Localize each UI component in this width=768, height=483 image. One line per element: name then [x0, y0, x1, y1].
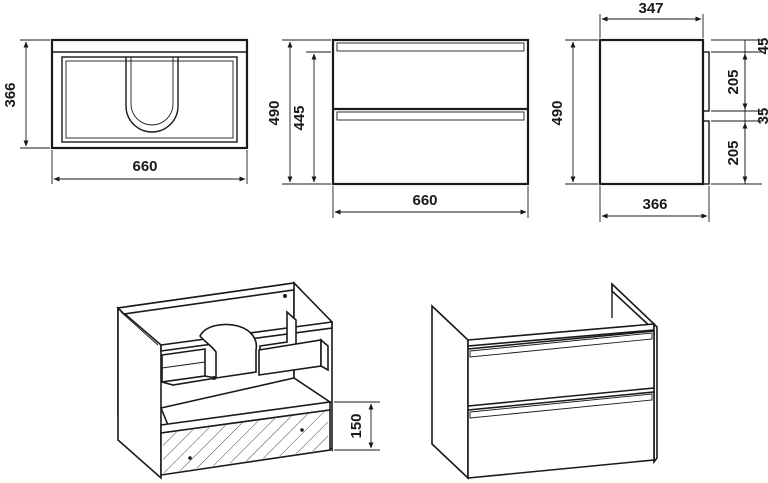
front-view-total-height-label: 490	[266, 100, 283, 125]
top-view-width-label: 660	[132, 158, 157, 175]
mounting-hole	[283, 294, 287, 298]
iso-open-cabinet: 150	[116, 281, 380, 480]
top-view-inner-frame-edge	[65, 60, 234, 139]
top-view-inner-frame	[61, 56, 238, 143]
side-view-drawer-upper-label: 205	[725, 69, 742, 94]
drawer-screw	[300, 428, 304, 432]
side-view-total-height-label: 490	[549, 100, 566, 125]
top-view-outline	[50, 38, 249, 150]
top-view-depth-label: 366	[2, 82, 19, 107]
front-view-width-label: 660	[412, 192, 437, 209]
siphon-cutout-inner	[130, 57, 174, 126]
iso-closed-left-edge	[435, 309, 467, 339]
side-view-depth-top-label: 347	[638, 0, 663, 17]
bottom-drawer-handle-groove	[336, 111, 525, 121]
siphon-cutout	[125, 57, 179, 133]
iso-closed-upper-handle-groove	[469, 332, 653, 358]
lower-drawer-front-profile	[702, 120, 710, 185]
iso-closed-cabinet	[431, 282, 658, 480]
iso-left-side-panel	[117, 306, 162, 480]
iso-closed-lower-handle-groove	[469, 393, 653, 419]
upper-drawer-front-profile	[702, 51, 710, 112]
iso-closed-left-side	[431, 304, 469, 480]
side-view-depth-bottom-label: 366	[642, 196, 667, 213]
iso-closed-lower-drawer	[467, 391, 655, 479]
lower-drawer-front-hatching	[163, 411, 328, 473]
iso-lower-drawer	[159, 377, 333, 476]
side-view-gap-mid-label: 35	[755, 108, 768, 125]
upper-drawer-siphon-cutout	[199, 323, 258, 379]
side-view-outline	[598, 38, 705, 186]
iso-upper-drawer	[161, 310, 329, 386]
top-drawer-handle-groove	[336, 42, 525, 52]
front-view-front-height-label: 445	[291, 105, 308, 130]
upper-drawer-edge	[161, 361, 206, 369]
side-view-gap-top-label: 45	[755, 38, 768, 55]
side-view: 347 490 45 205 35 205 366	[549, 0, 768, 222]
iso-closed-right-post-top	[611, 282, 655, 332]
side-view-drawer-lower-label: 205	[725, 140, 742, 165]
iso-closed-upper-drawer	[467, 330, 655, 407]
front-view: 490 445 660	[266, 38, 530, 218]
iso-left-panel-edge	[120, 311, 159, 346]
upper-drawer-right-end	[320, 338, 329, 372]
drawer-screw	[188, 456, 192, 460]
front-view-outline	[331, 38, 530, 186]
iso-drawer-height-label: 150	[348, 413, 365, 438]
top-view: 366 660	[2, 38, 249, 184]
